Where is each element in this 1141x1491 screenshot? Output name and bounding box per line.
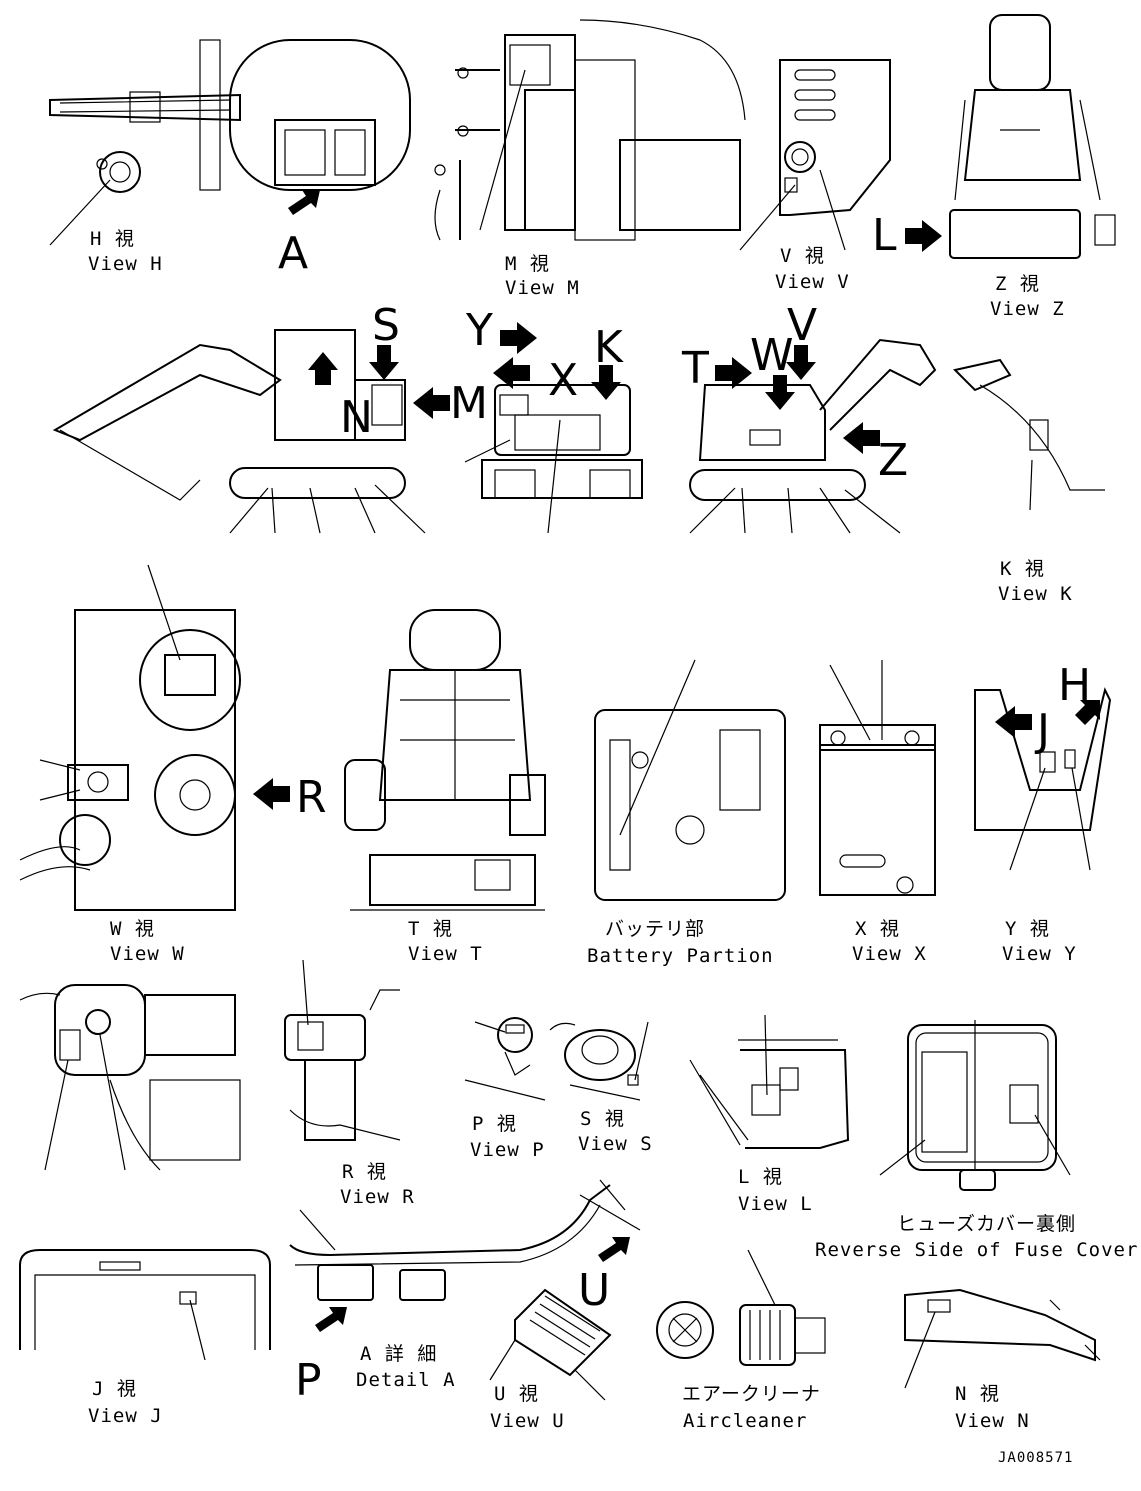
view-p-jp: P 視 bbox=[472, 1113, 517, 1135]
arrow-r bbox=[253, 778, 290, 810]
letter-a: A bbox=[278, 228, 308, 279]
view-u-jp: U 視 bbox=[494, 1383, 539, 1405]
battery-en: Battery Partion bbox=[587, 945, 774, 967]
view-v-en: View V bbox=[775, 271, 850, 293]
view-v-jp: V 視 bbox=[780, 245, 825, 267]
view-s-jp: S 視 bbox=[580, 1108, 625, 1130]
view-m-en: View M bbox=[505, 277, 580, 299]
view-w-drawing bbox=[19, 564, 241, 911]
fuse-cover-drawing bbox=[879, 1020, 1071, 1191]
battery-drawing bbox=[594, 659, 786, 901]
view-w-jp: W 視 bbox=[110, 918, 155, 940]
view-j-jp: J 視 bbox=[92, 1378, 137, 1400]
view-t-drawing bbox=[344, 609, 546, 911]
view-v-drawing bbox=[739, 59, 891, 251]
view-h-en: View H bbox=[88, 253, 163, 275]
view-l-jp: L 視 bbox=[738, 1166, 783, 1188]
fuse-jp: ヒューズカバー裏側 bbox=[897, 1213, 1076, 1235]
view-j-drawing bbox=[19, 1249, 271, 1361]
view-x-drawing bbox=[819, 660, 936, 896]
view-r-en: View R bbox=[340, 1186, 415, 1208]
view-x-jp: X 視 bbox=[855, 918, 900, 940]
excavator-right-drawing bbox=[689, 338, 937, 534]
view-p-en: View P bbox=[470, 1139, 545, 1161]
letter-m: M bbox=[450, 378, 488, 429]
view-z-en: View Z bbox=[990, 298, 1065, 320]
letter-y: Y bbox=[465, 305, 493, 356]
view-k-en: View K bbox=[998, 583, 1073, 605]
aircleaner-drawing bbox=[656, 1249, 826, 1366]
aircleaner-jp: エアークリーナ bbox=[682, 1383, 821, 1405]
view-h-jp: H 視 bbox=[90, 228, 135, 250]
engine-detail-drawing bbox=[19, 984, 241, 1171]
view-y-jp: Y 視 bbox=[1005, 918, 1050, 940]
view-j-en: View J bbox=[88, 1405, 163, 1427]
view-l-en: View L bbox=[738, 1193, 813, 1215]
view-z-drawing bbox=[949, 14, 1116, 259]
battery-jp: バッテリ部 bbox=[605, 918, 705, 940]
excavator-left-drawing bbox=[52, 329, 450, 534]
view-k-jp: K 視 bbox=[1000, 558, 1045, 580]
view-m-jp: M 視 bbox=[505, 253, 550, 275]
view-r-jp: R 視 bbox=[342, 1161, 387, 1183]
view-y-drawing bbox=[974, 687, 1112, 871]
letter-x: X bbox=[548, 355, 578, 406]
view-m-drawing bbox=[434, 19, 746, 241]
view-k-drawing bbox=[953, 358, 1105, 511]
view-u-en: View U bbox=[490, 1410, 565, 1432]
view-p-drawing bbox=[464, 1017, 546, 1101]
view-n-jp: N 視 bbox=[955, 1383, 1000, 1405]
view-r-drawing bbox=[284, 959, 401, 1141]
letter-u: U bbox=[578, 1265, 610, 1316]
view-s-en: View S bbox=[578, 1133, 653, 1155]
view-t-jp: T 視 bbox=[408, 918, 453, 940]
letter-h: H bbox=[1058, 660, 1091, 711]
excavator-rear-drawing bbox=[464, 322, 643, 534]
letter-l: L bbox=[872, 210, 897, 261]
letter-w: W bbox=[750, 330, 794, 381]
letter-r: R bbox=[296, 772, 327, 823]
view-n-drawing bbox=[904, 1288, 1101, 1389]
drawing-number: JA008571 bbox=[998, 1450, 1073, 1466]
letter-t: T bbox=[681, 343, 709, 394]
view-x-en: View X bbox=[852, 943, 927, 965]
aircleaner-en: Aircleaner bbox=[683, 1410, 807, 1432]
detail-a-en: Detail A bbox=[356, 1369, 456, 1391]
letter-p: P bbox=[295, 1355, 322, 1406]
letter-v: V bbox=[787, 300, 817, 351]
letter-s: S bbox=[372, 300, 400, 351]
view-l-drawing bbox=[689, 1014, 850, 1149]
view-h-drawing bbox=[49, 39, 411, 246]
detail-a-jp: A 詳 細 bbox=[360, 1343, 437, 1365]
view-w-en: View W bbox=[110, 943, 185, 965]
fuse-en: Reverse Side of Fuse Cover bbox=[815, 1239, 1138, 1261]
arrow-l bbox=[905, 220, 942, 252]
view-u-drawing bbox=[489, 1288, 612, 1401]
view-y-en: View Y bbox=[1002, 943, 1077, 965]
detail-a-drawing bbox=[289, 1179, 641, 1332]
letter-n: N bbox=[340, 392, 373, 443]
view-t-en: View T bbox=[408, 943, 483, 965]
view-s-drawing bbox=[549, 1021, 649, 1101]
letter-z: Z bbox=[878, 435, 908, 486]
view-z-jp: Z 視 bbox=[995, 273, 1040, 295]
view-n-en: View N bbox=[955, 1410, 1030, 1432]
letter-j: J bbox=[1034, 705, 1050, 756]
letter-k: K bbox=[594, 322, 624, 373]
